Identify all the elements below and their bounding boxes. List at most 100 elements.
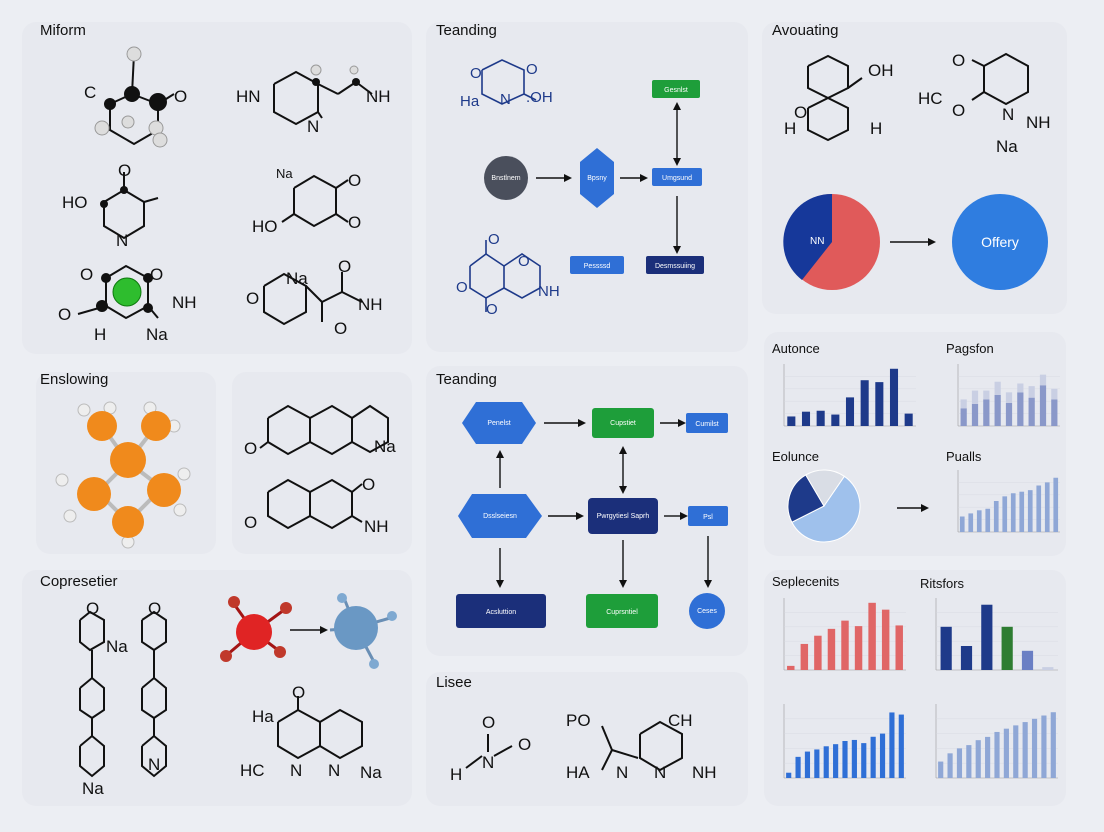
bar bbox=[800, 643, 809, 670]
flow-circle[interactable] bbox=[484, 156, 528, 200]
avouating-circle[interactable] bbox=[952, 194, 1048, 290]
m10-na: Na bbox=[360, 763, 382, 782]
flow-box-bottom-left[interactable] bbox=[456, 594, 546, 628]
pie-slice bbox=[791, 475, 861, 543]
bar bbox=[1044, 482, 1050, 532]
bar bbox=[968, 513, 974, 532]
flow-box-mid-label: Umgsund bbox=[662, 175, 692, 182]
m2-n: N bbox=[307, 117, 319, 136]
bar bbox=[1041, 715, 1047, 778]
title-miform: Miform bbox=[40, 22, 86, 39]
bar bbox=[851, 739, 857, 778]
bar bbox=[904, 413, 913, 426]
tricyclic-molecule: O Na bbox=[244, 404, 396, 458]
flow-box-green[interactable] bbox=[592, 408, 654, 438]
m10-hc: HC bbox=[240, 761, 265, 780]
flow-diamond-label: Bpsny bbox=[587, 175, 607, 182]
flow-box-mid[interactable] bbox=[652, 168, 702, 186]
bar bbox=[938, 761, 944, 778]
m6-o2: O bbox=[338, 257, 351, 276]
m4-o2: O bbox=[348, 213, 361, 232]
m6-nh: NH bbox=[358, 295, 383, 314]
bar bbox=[1039, 374, 1047, 386]
bar bbox=[1031, 718, 1038, 778]
t1-o2: O bbox=[526, 61, 538, 78]
m5-h: H bbox=[94, 325, 106, 344]
flow-box-left[interactable] bbox=[570, 256, 624, 274]
flow-box-right-label: Desmssuiing bbox=[655, 263, 695, 270]
molecule-5: O O O H NH Na bbox=[58, 264, 197, 344]
bar bbox=[827, 628, 836, 670]
flow-box-bottom-green[interactable] bbox=[586, 594, 658, 628]
avouating-circle-label: Offery bbox=[981, 234, 1019, 250]
bar bbox=[801, 411, 811, 426]
blue-molecule bbox=[329, 593, 397, 669]
m4-o: O bbox=[348, 171, 361, 190]
bar bbox=[795, 756, 801, 778]
orange-molecule bbox=[55, 401, 191, 549]
m5-o3: O bbox=[58, 305, 71, 324]
teanding-top-diagram: O O Ha N .OH O O O O NH Bnstlnem Bpsny G… bbox=[456, 59, 704, 318]
bar bbox=[1042, 667, 1054, 670]
bar bbox=[804, 751, 811, 778]
title-teanding-top: Teanding bbox=[436, 22, 497, 39]
m4-na: Na bbox=[276, 166, 293, 181]
bar bbox=[881, 609, 890, 670]
flow-box-green-label: Cupstiet bbox=[610, 420, 636, 427]
bar bbox=[787, 665, 795, 670]
bar bbox=[1028, 397, 1035, 426]
flow-box-small2[interactable] bbox=[688, 506, 728, 526]
flow-box-navy[interactable] bbox=[588, 498, 658, 534]
bar bbox=[868, 602, 876, 670]
bar bbox=[1039, 385, 1047, 426]
t2-o: O bbox=[488, 231, 500, 248]
t1-ha: Ha bbox=[460, 93, 480, 110]
flow-hex-2[interactable] bbox=[458, 494, 542, 538]
biphenyl-molecule: OH O H H bbox=[784, 54, 894, 142]
flow-diamond[interactable] bbox=[580, 148, 614, 208]
m2-nh: NH bbox=[366, 87, 391, 106]
a2-hc: HC bbox=[918, 89, 943, 108]
m7-na: Na bbox=[374, 437, 396, 456]
a2-o: O bbox=[952, 51, 965, 70]
avouating-panel: OH O H H O HC O N NH Na NN Offery bbox=[783, 51, 1051, 290]
flow-box-small1[interactable] bbox=[686, 413, 728, 433]
flow-box-right[interactable] bbox=[646, 256, 704, 274]
bar bbox=[1019, 491, 1025, 532]
chart-autonce bbox=[783, 364, 916, 427]
flow-hex-1-label: Penelst bbox=[487, 420, 510, 427]
bar bbox=[994, 731, 1000, 778]
m3-n: N bbox=[116, 231, 128, 250]
m3-o: O bbox=[118, 161, 131, 180]
bar bbox=[985, 736, 991, 778]
m9-o: O bbox=[86, 599, 99, 618]
bar bbox=[983, 399, 990, 426]
flow-circle-bottom[interactable] bbox=[689, 593, 725, 629]
blue-molecule-top: O O Ha N .OH bbox=[460, 59, 553, 110]
pyridine-molecule: PO CH HA N N NH bbox=[566, 711, 717, 782]
title-teanding-mid: Teanding bbox=[436, 371, 497, 388]
m6-o3: O bbox=[334, 319, 347, 338]
bar bbox=[1051, 399, 1058, 426]
l2-po: PO bbox=[566, 711, 591, 730]
bar bbox=[985, 508, 991, 532]
title-pagsfon: Pagsfon bbox=[946, 341, 994, 356]
bar bbox=[823, 746, 829, 778]
bar bbox=[814, 635, 822, 670]
bar bbox=[940, 626, 952, 670]
m10-o: O bbox=[292, 683, 305, 702]
bar bbox=[1005, 392, 1013, 403]
flow-box-top[interactable] bbox=[652, 80, 700, 98]
flow-hex-1[interactable] bbox=[462, 402, 536, 444]
m6-o: O bbox=[246, 289, 259, 308]
t1-oh: .OH bbox=[526, 89, 553, 106]
bar bbox=[854, 626, 863, 670]
bar bbox=[1010, 493, 1016, 532]
bar bbox=[1028, 386, 1035, 398]
m1-o: O bbox=[174, 87, 187, 106]
l2-ch: CH bbox=[668, 711, 693, 730]
flow-box-top-label: Gesnlst bbox=[664, 87, 688, 94]
t2-o2: O bbox=[518, 253, 530, 270]
m4-ho: HO bbox=[252, 217, 278, 236]
chain-molecule-2: O N bbox=[141, 599, 167, 778]
